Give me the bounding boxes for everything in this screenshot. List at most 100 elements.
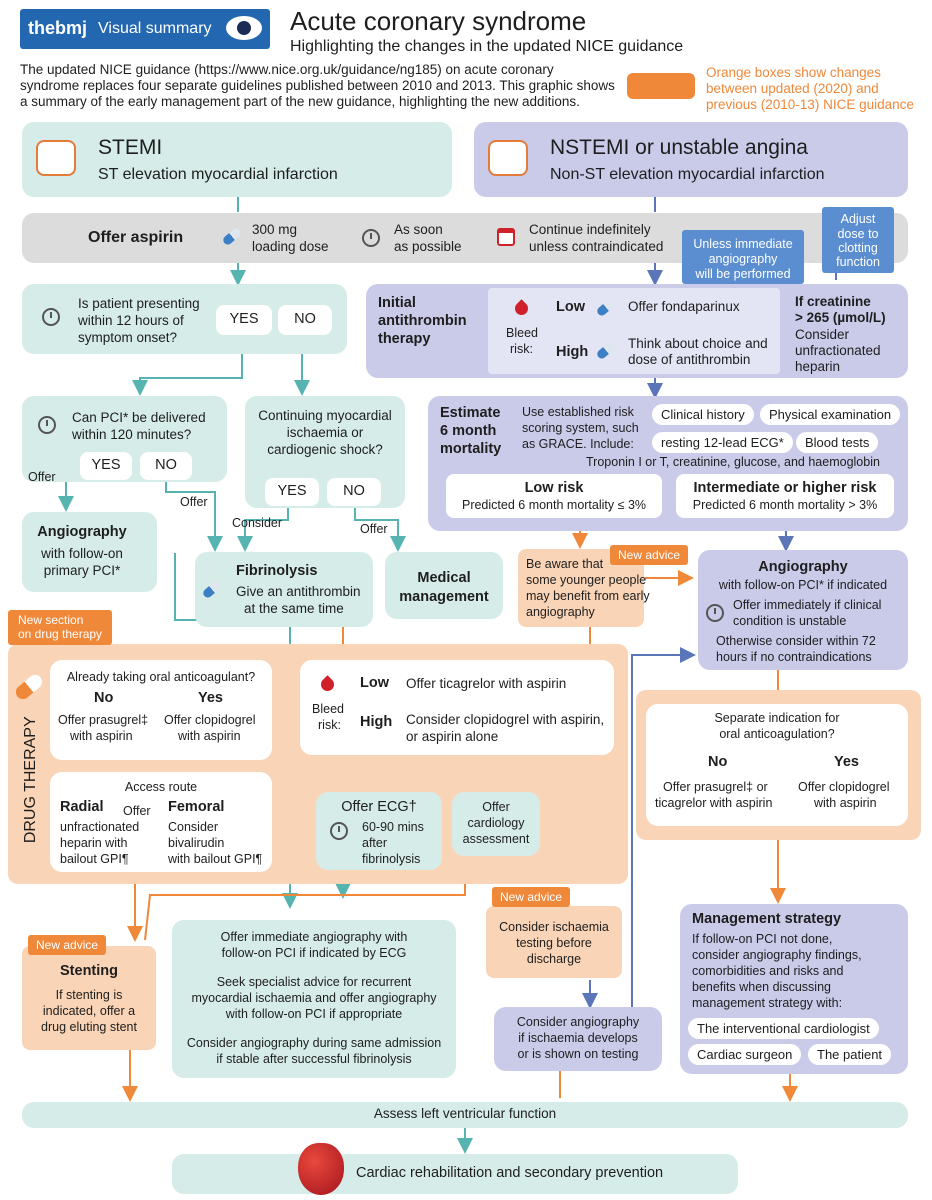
younger-3: may benefit from early — [526, 589, 650, 603]
fibrinolysis-1: Give an antithrombin — [236, 584, 361, 599]
separate-yes-1: Offer clopidogrel — [798, 780, 890, 794]
mortality-title-3: mortality — [440, 441, 502, 457]
ecg-3: fibrinolysis — [362, 852, 421, 866]
medical-management-box — [385, 552, 503, 619]
ecg-heart-icon — [488, 140, 528, 176]
ecg-title: Offer ECG† — [341, 799, 417, 815]
angiography-right-box — [698, 550, 908, 670]
pci120-no-option — [140, 452, 192, 480]
heart-icon — [298, 1143, 344, 1195]
pci120-yes-option — [80, 452, 132, 480]
ischaemia-no-option — [327, 478, 381, 506]
unless-angio-2: angiography — [708, 252, 778, 266]
q12-yes: YES — [229, 311, 259, 327]
ecg-2: after — [362, 836, 388, 850]
low-risk-title: Low risk — [524, 480, 584, 496]
angio-left-1: with follow-on — [41, 546, 123, 561]
logo-text: thebmj — [28, 18, 88, 38]
high-text-2: dose of antithrombin — [628, 352, 751, 367]
adjust-dose-tag — [822, 207, 894, 273]
q12-yes-option — [216, 305, 272, 335]
drug-therapy-label: DRUG THERAPY — [22, 716, 40, 844]
angio-right-4: hours if no contraindications — [716, 650, 872, 664]
clinical-history-pill: Clinical history — [652, 404, 754, 425]
younger-1: Be aware that — [526, 557, 604, 571]
strategy-4: benefits when discussing — [692, 980, 831, 994]
ischaemia-test-3: discharge — [526, 952, 582, 966]
angio-right-title: Angiography — [758, 559, 848, 575]
tica-bleed-1: Bleed — [312, 702, 344, 716]
stemi-title: STEMI — [98, 136, 163, 159]
creatinine-1: If creatinine — [795, 294, 871, 309]
access-offer: Offer — [123, 804, 151, 818]
strategy-title: Management strategy — [692, 911, 842, 927]
radial-1: unfractionated — [60, 820, 140, 834]
access-title: Access route — [124, 780, 198, 794]
radial-2: heparin with — [60, 836, 128, 850]
ecg-1: 60-90 mins — [362, 820, 424, 834]
access-radial: Radial — [60, 799, 104, 815]
ischaemia-test-2: testing before — [516, 936, 592, 950]
fibrinolysis-2: at the same time — [244, 601, 344, 616]
clock-icon — [38, 416, 56, 434]
access-route-box — [50, 772, 272, 872]
medical-2: management — [399, 589, 489, 605]
new-section-1: New section — [18, 613, 84, 627]
creatinine-text-2: unfractionated — [795, 343, 881, 358]
radial-3: bailout GPI¶ — [60, 852, 129, 866]
separate-yes-2: with aspirin — [814, 796, 877, 810]
mortality-text-3: as GRACE. Include: — [522, 437, 634, 451]
clock-icon — [362, 229, 380, 247]
strategy-1: If follow-on PCI not done, — [692, 932, 833, 946]
clock-icon — [42, 308, 60, 326]
bleed-high: High — [556, 344, 589, 360]
separate-yes: Yes — [834, 754, 859, 770]
tica-high-1: Consider clopidogrel with aspirin, — [406, 712, 605, 727]
antithrombin-title-1: Initial — [378, 295, 416, 311]
angio-right-3: Otherwise consider within 72 — [716, 634, 876, 648]
immediate-2: follow-on PCI if indicated by ECG — [221, 946, 407, 960]
separate-indication-box — [646, 704, 908, 826]
adjust-dose-4: function — [836, 255, 880, 269]
oral-anticoag-box — [50, 660, 272, 760]
page-title: Acute coronary syndrome — [290, 6, 587, 36]
q12-line-1: Is patient presenting — [78, 296, 200, 311]
aspirin-duration-1: Continue indefinitely — [529, 222, 651, 237]
pci120-yes: YES — [91, 457, 121, 473]
creatinine-text-3: heparin — [795, 359, 841, 374]
mortality-text-1: Use established risk — [522, 405, 634, 419]
stenting-2: indicated, offer a — [42, 1004, 136, 1018]
femoral-3: with bailout GPI¶ — [168, 852, 263, 866]
assess-lv-text: Assess left ventricular function — [373, 1106, 557, 1121]
legend-line-2: between updated (2020) and — [706, 81, 879, 96]
ticagrelor-box — [300, 660, 614, 755]
eye-icon — [226, 16, 262, 40]
bleed-risk-1: Bleed — [506, 326, 538, 340]
oral-no: No — [94, 690, 114, 706]
bleed-risk-2: risk: — [510, 342, 533, 356]
stenting-1: If stenting is — [55, 988, 123, 1002]
clock-icon — [706, 604, 724, 622]
angio-left-2: primary PCI* — [43, 563, 121, 578]
low-risk-text: Predicted 6 month mortality ≤ 3% — [461, 498, 647, 512]
ischaemia-line-3: cardiogenic shock? — [267, 442, 383, 457]
mortality-title-2: 6 month — [440, 423, 497, 439]
adjust-dose-2: dose to — [837, 227, 879, 241]
immediate-5: with follow-on PCI if appropriate — [225, 1007, 403, 1021]
pci120-line-1: Can PCI* be delivered — [72, 410, 206, 425]
cardiac-surgeon-pill: Cardiac surgeon — [688, 1044, 802, 1065]
adjust-dose-1: Adjust — [840, 212, 876, 226]
high-text-1: Think about choice and — [628, 336, 768, 351]
angio-dev-3: or is shown on testing — [517, 1047, 639, 1061]
oral-yes-1: Offer clopidogrel — [164, 713, 256, 727]
bleed-low: Low — [556, 299, 585, 315]
cardiology-assessment-box — [452, 792, 540, 856]
access-femoral: Femoral — [168, 799, 225, 815]
angio-right-sub: with follow-on PCI* if indicated — [718, 578, 888, 592]
aspirin-timing-2: as possible — [394, 239, 462, 254]
fibrinolysis-box — [195, 552, 373, 627]
angio-ischaemia-box — [494, 1007, 662, 1071]
intro-line-1: The updated NICE guidance (https://www.n… — [20, 62, 554, 77]
new-advice-tag: New advice — [610, 545, 689, 566]
patient-pill: The patient — [808, 1044, 892, 1065]
